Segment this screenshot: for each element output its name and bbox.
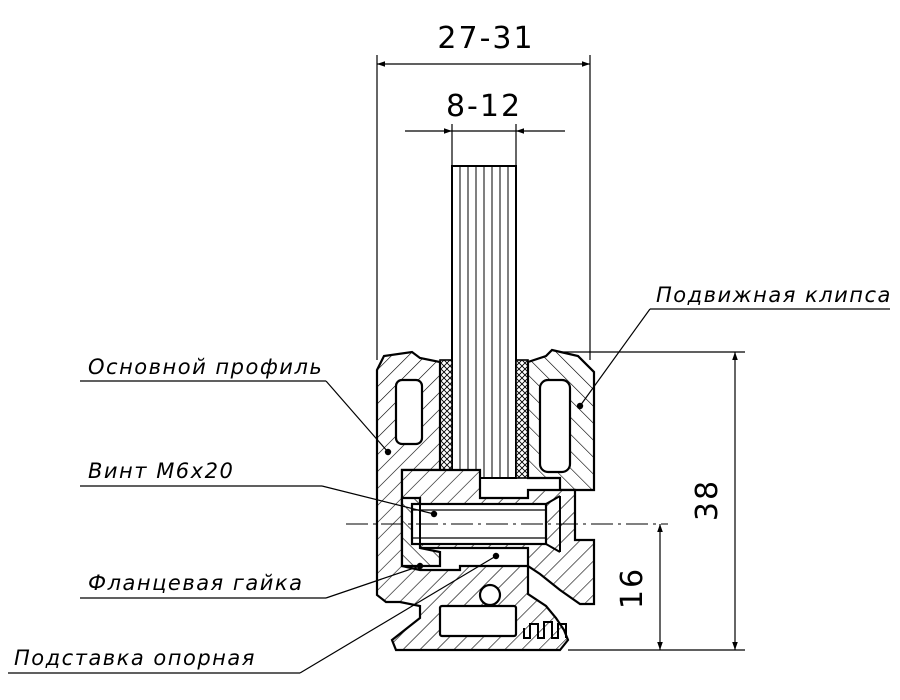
dimension-total-width: 27-31 — [376, 21, 591, 360]
dimension-profile-height: 38 — [560, 351, 745, 651]
callout-screw: Винт М6х20 — [80, 459, 438, 518]
dimension-axis-height: 16 — [615, 524, 663, 650]
dimension-glass-thickness: 8-12 — [405, 89, 565, 170]
glass-pane — [451, 165, 517, 479]
callout-flange-nut: Фланцевая гайка — [80, 562, 424, 599]
callout-text-flange-nut: Фланцевая гайка — [88, 571, 303, 595]
callout-text-screw: Винт М6х20 — [88, 459, 234, 483]
dimension-text-total-width: 27-31 — [437, 21, 534, 56]
gasket-right — [515, 359, 529, 479]
dimension-text-glass-thickness: 8-12 — [446, 89, 522, 124]
dimension-text-profile-height: 38 — [690, 479, 725, 521]
main-profile — [375, 350, 570, 652]
callout-movable-clip: Подвижная клипса — [576, 283, 892, 410]
profile-chamber-base — [438, 604, 518, 638]
callout-text-main-profile: Основной профиль — [88, 355, 323, 379]
callout-support-stand: Подставка опорная — [8, 552, 500, 674]
support-ball — [478, 583, 502, 607]
dimension-text-axis-height: 16 — [615, 567, 650, 609]
callout-main-profile: Основной профиль — [80, 355, 392, 456]
callout-text-movable-clip: Подвижная клипса — [656, 283, 892, 307]
profile-chamber-left — [394, 378, 424, 446]
clip-chamber — [538, 378, 572, 474]
callout-text-support-stand: Подставка опорная — [14, 646, 256, 670]
movable-clip — [526, 348, 596, 492]
gasket-left — [439, 359, 453, 479]
base-teeth — [523, 621, 567, 639]
